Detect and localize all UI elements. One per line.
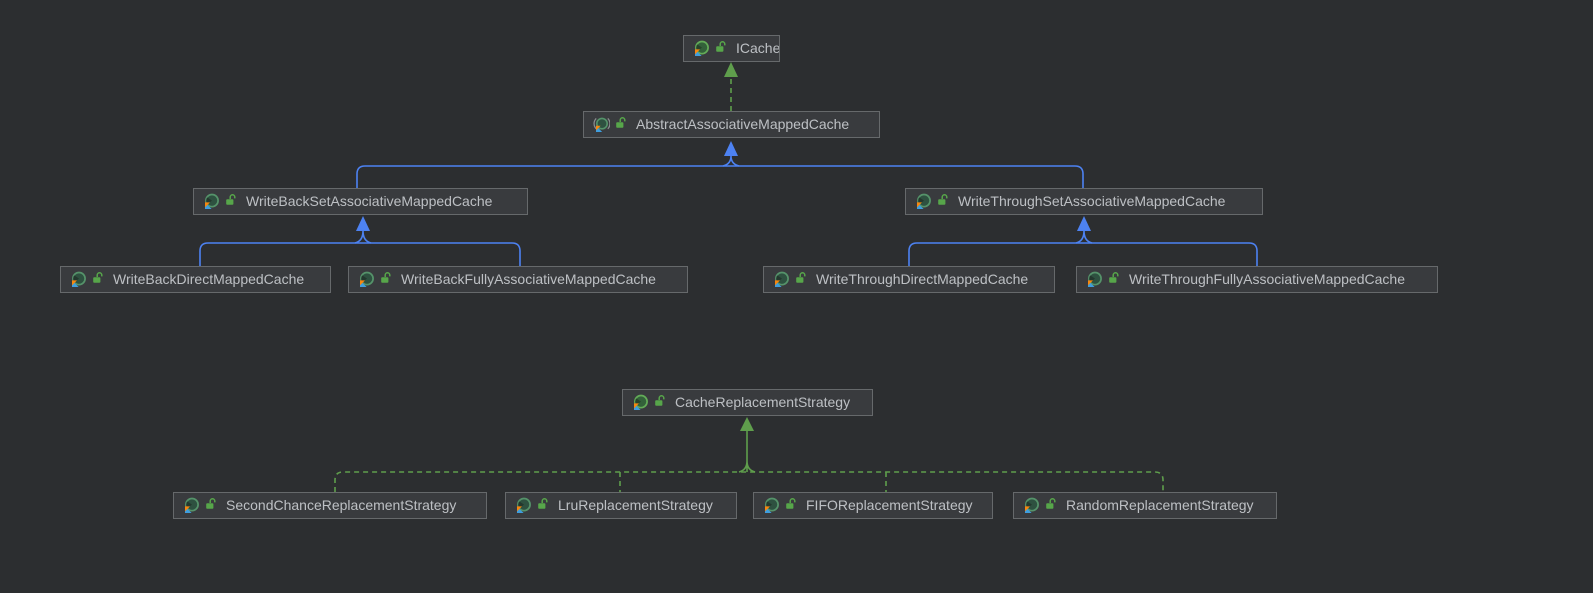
lock-icon <box>537 498 549 510</box>
edge-extends-sets-to-abstract <box>356 141 1084 188</box>
lock-icon <box>795 272 807 284</box>
kotlin-class-icon <box>773 271 790 288</box>
kotlin-class-icon <box>183 497 200 514</box>
class-node-abstract-associative-mapped-cache[interactable]: AbstractAssociativeMappedCache <box>583 111 880 138</box>
kotlin-class-icon <box>1023 497 1040 514</box>
class-node-random-replacement-strategy[interactable]: RandomReplacementStrategy <box>1013 492 1277 519</box>
lock-icon <box>380 272 392 284</box>
class-node-icache[interactable]: ICache <box>683 35 780 62</box>
edge-extends-writethrough-children <box>908 216 1258 266</box>
edge-implements-abstract-to-icache <box>724 62 738 111</box>
kotlin-class-icon <box>70 271 87 288</box>
class-name: SecondChanceReplacementStrategy <box>226 497 457 513</box>
class-name: FIFOReplacementStrategy <box>806 497 973 513</box>
class-name: CacheReplacementStrategy <box>675 394 851 410</box>
class-name: WriteBackFullyAssociativeMappedCache <box>401 271 656 287</box>
lock-icon <box>92 272 104 284</box>
class-node-fifo-replacement-strategy[interactable]: FIFOReplacementStrategy <box>753 492 993 519</box>
class-node-writeback-fully-associative-mapped-cache[interactable]: WriteBackFullyAssociativeMappedCache <box>348 266 688 293</box>
class-name: WriteBackSetAssociativeMappedCache <box>246 193 493 209</box>
kotlin-class-icon <box>1086 271 1103 288</box>
class-node-lru-replacement-strategy[interactable]: LruReplacementStrategy <box>505 492 737 519</box>
lock-icon <box>1045 498 1057 510</box>
kotlin-interface-icon <box>632 394 649 411</box>
lock-icon <box>205 498 217 510</box>
class-name: RandomReplacementStrategy <box>1066 497 1254 513</box>
lock-icon <box>225 194 237 206</box>
lock-icon <box>937 194 949 206</box>
class-name: WriteBackDirectMappedCache <box>113 271 305 287</box>
kotlin-interface-icon <box>693 40 710 57</box>
class-node-writethrough-set-associative-mapped-cache[interactable]: WriteThroughSetAssociativeMappedCache <box>905 188 1263 215</box>
lock-icon <box>654 395 666 407</box>
class-node-cache-replacement-strategy[interactable]: CacheReplacementStrategy <box>622 389 873 416</box>
class-node-writeback-set-associative-mapped-cache[interactable]: WriteBackSetAssociativeMappedCache <box>193 188 528 215</box>
kotlin-class-icon <box>358 271 375 288</box>
class-node-writethrough-direct-mapped-cache[interactable]: WriteThroughDirectMappedCache <box>763 266 1055 293</box>
lock-icon <box>715 41 727 53</box>
edge-implements-strategies <box>334 417 1164 492</box>
kotlin-class-icon <box>515 497 532 514</box>
lock-icon <box>1108 272 1120 284</box>
class-name: ICache <box>736 40 780 56</box>
class-name: LruReplacementStrategy <box>558 497 713 513</box>
lock-icon <box>785 498 797 510</box>
class-name: AbstractAssociativeMappedCache <box>636 116 850 132</box>
kotlin-abstract-class-icon <box>593 116 610 133</box>
kotlin-class-icon <box>763 497 780 514</box>
class-name: WriteThroughDirectMappedCache <box>816 271 1029 287</box>
edge-extends-writeback-children <box>199 216 521 266</box>
kotlin-class-icon <box>915 193 932 210</box>
lock-icon <box>615 117 627 129</box>
class-node-writethrough-fully-associative-mapped-cache[interactable]: WriteThroughFullyAssociativeMappedCache <box>1076 266 1438 293</box>
class-name: WriteThroughSetAssociativeMappedCache <box>958 193 1226 209</box>
kotlin-class-icon <box>203 193 220 210</box>
class-node-second-chance-replacement-strategy[interactable]: SecondChanceReplacementStrategy <box>173 492 487 519</box>
class-node-writeback-direct-mapped-cache[interactable]: WriteBackDirectMappedCache <box>60 266 331 293</box>
class-name: WriteThroughFullyAssociativeMappedCache <box>1129 271 1405 287</box>
